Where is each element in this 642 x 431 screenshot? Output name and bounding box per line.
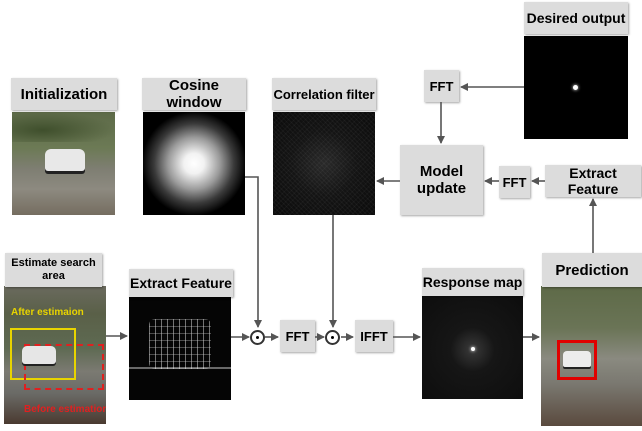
response-peak — [471, 347, 475, 351]
elementwise-product-operator-1 — [250, 330, 265, 345]
desired-output-label: Desired output — [524, 2, 628, 34]
ifft-label: IFFT — [355, 320, 393, 352]
prediction-image — [541, 286, 642, 426]
initialization-label: Initialization — [11, 78, 117, 110]
fft-bottom-label: FFT — [280, 320, 315, 352]
cosine-window-image — [143, 112, 245, 215]
extract-feature-right-label: Extract Feature — [545, 165, 641, 197]
after-estimation-label: After estimaion — [11, 307, 84, 318]
arrow-cosine-to-op1 — [245, 176, 262, 328]
prediction-box — [557, 340, 597, 380]
correlation-filter-image — [273, 112, 375, 215]
search-area-image: After estimaion Before estimation — [4, 286, 106, 424]
estimate-search-area-label: Estimate search area — [5, 253, 102, 287]
car-shape — [563, 351, 591, 367]
peak-dot — [573, 85, 578, 90]
car-shape — [22, 346, 56, 364]
response-map-image — [422, 296, 523, 399]
bush-shape — [12, 112, 115, 142]
after-estimation-box — [10, 328, 76, 380]
cosine-window-label: Cosine window — [142, 77, 246, 111]
extract-feature-left-label: Extract Feature — [129, 269, 233, 297]
before-estimation-label: Before estimation — [24, 404, 106, 415]
extract-feature-image — [129, 297, 231, 400]
fft-top-label: FFT — [424, 70, 459, 102]
model-update-label: Model update — [400, 145, 483, 215]
car-shape — [45, 149, 85, 171]
desired-output-image — [524, 36, 628, 139]
prediction-label: Prediction — [542, 253, 642, 287]
elementwise-product-operator-2 — [325, 330, 340, 345]
fft-mid-label: FFT — [499, 166, 530, 198]
correlation-filter-label: Correlation filter — [272, 78, 376, 110]
initialization-image — [12, 112, 115, 215]
before-estimation-box — [24, 344, 104, 390]
response-map-label: Response map — [422, 268, 523, 296]
